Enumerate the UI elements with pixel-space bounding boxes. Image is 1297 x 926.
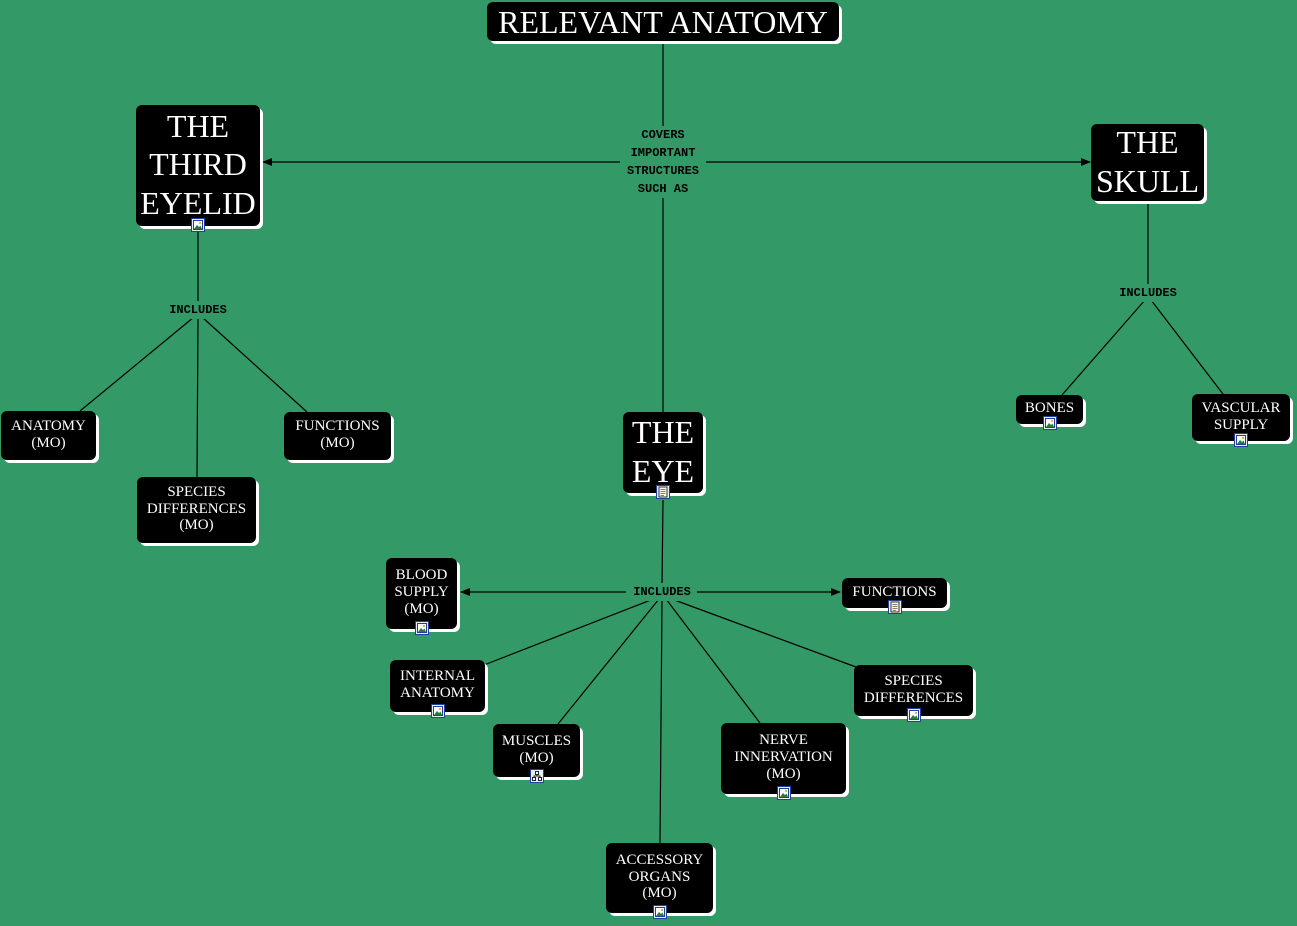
concept-te-functions[interactable]: FUNCTIONS (MO) (284, 412, 391, 460)
image-icon[interactable] (1042, 416, 1057, 430)
concept-label: SPECIES DIFFERENCES (863, 672, 964, 706)
concept-te-anatomy[interactable]: ANATOMY (MO) (1, 411, 96, 460)
concept-label: FUNCTIONS (MO) (295, 418, 380, 451)
concept-label: RELEVANT ANATOMY (498, 3, 828, 40)
concept-label: FUNCTIONS (852, 583, 937, 600)
concept-label: VASCULAR SUPPLY (1201, 399, 1281, 433)
concept-map-icon[interactable] (529, 769, 544, 783)
document-icon[interactable] (887, 600, 902, 614)
concept-label: INTERNAL ANATOMY (400, 668, 475, 701)
eye-includes-label: INCLUDES (630, 583, 694, 601)
line-te-species (196, 316, 199, 478)
concept-label: THE EYE (631, 414, 695, 489)
concept-the-skull[interactable]: THE SKULL (1091, 124, 1204, 201)
line-eye-nerve (665, 598, 761, 724)
concept-eye-nerve-innervation[interactable]: NERVE INNERVATION (MO) (721, 723, 846, 800)
concept-label: ANATOMY (MO) (11, 417, 86, 451)
skull-includes-label: INCLUDES (1116, 284, 1180, 302)
image-icon[interactable] (191, 218, 205, 232)
concept-label: SPECIES DIFFERENCES (MO) (146, 483, 247, 534)
concept-eye-internal-anatomy[interactable]: INTERNAL ANATOMY (390, 660, 485, 718)
concept-label: THE THIRD EYELID (140, 107, 256, 221)
line-te-anatomy (79, 316, 195, 412)
image-icon[interactable] (1234, 433, 1248, 447)
concept-eye-muscles[interactable]: MUSCLES (MO) (493, 724, 580, 783)
concept-label: BONES (1024, 400, 1075, 417)
image-icon[interactable] (414, 621, 429, 635)
covers-link-label: COVERS IMPORTANT STRUCTURES SUCH AS (623, 126, 703, 198)
line-eye-internal (483, 597, 657, 666)
line-eye-muscles (557, 598, 660, 725)
line-sk-vascular (1150, 299, 1224, 395)
concept-te-species-differences[interactable]: SPECIES DIFFERENCES (MO) (137, 477, 256, 543)
line-eye-species (668, 597, 857, 668)
image-icon[interactable] (906, 708, 921, 722)
concept-eye-accessory-organs[interactable]: ACCESSORY ORGANS (MO) (606, 843, 713, 919)
concept-sk-bones[interactable]: BONES (1016, 395, 1083, 430)
concept-label: NERVE INNERVATION (MO) (734, 732, 833, 782)
concept-the-eye[interactable]: THE EYE (623, 412, 703, 499)
concept-third-eyelid[interactable]: THE THIRD EYELID (136, 105, 260, 232)
line-eye-includes (661, 499, 664, 586)
concept-label: THE SKULL (1095, 124, 1200, 199)
image-icon[interactable] (776, 786, 791, 800)
concept-label: BLOOD SUPPLY (MO) (394, 567, 449, 617)
document-icon[interactable] (656, 485, 670, 499)
concept-eye-blood-supply[interactable]: BLOOD SUPPLY (MO) (386, 558, 457, 635)
line-sk-bones (1061, 299, 1146, 396)
concept-label: MUSCLES (MO) (501, 732, 572, 766)
concept-sk-vascular-supply[interactable]: VASCULAR SUPPLY (1192, 394, 1290, 447)
line-eye-accessory (659, 599, 663, 845)
concept-eye-functions[interactable]: FUNCTIONS (842, 578, 947, 614)
third-eyelid-includes-label: INCLUDES (166, 301, 230, 319)
concept-label: ACCESSORY ORGANS (MO) (615, 851, 704, 902)
concept-relevant-anatomy[interactable]: RELEVANT ANATOMY (487, 2, 839, 41)
image-icon[interactable] (430, 704, 445, 718)
line-te-functions (201, 316, 308, 413)
image-icon[interactable] (652, 905, 667, 919)
concept-eye-species-differences[interactable]: SPECIES DIFFERENCES (854, 665, 973, 722)
